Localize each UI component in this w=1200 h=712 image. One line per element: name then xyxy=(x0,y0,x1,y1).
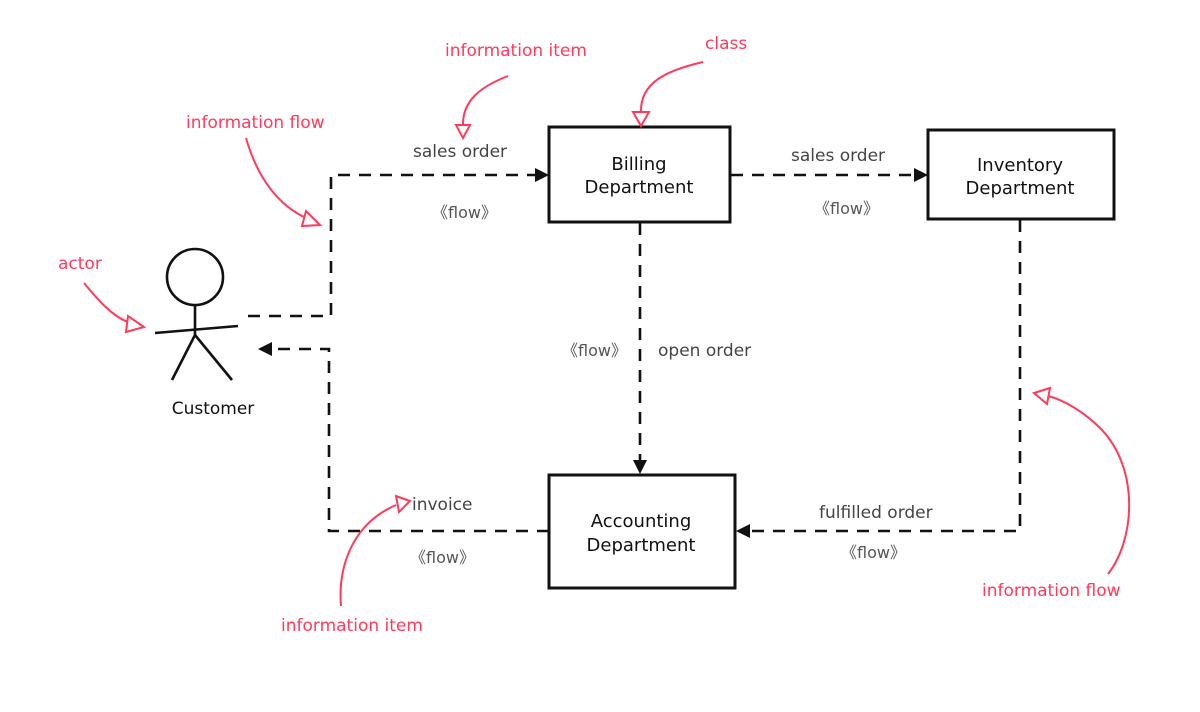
arrowhead xyxy=(736,524,750,538)
annotation-arrowhead xyxy=(300,209,323,228)
arrowhead xyxy=(914,168,928,182)
annotation-information-flow-right: information flow xyxy=(982,386,1131,601)
flow-inventory-to-accounting[interactable]: fulfilled order 《flow》 xyxy=(736,220,1022,562)
actor-left-leg xyxy=(170,334,197,381)
accounting-department-name-line1: Accounting xyxy=(591,511,692,532)
actor-head xyxy=(165,247,225,307)
annotation-class: class xyxy=(631,34,747,129)
annotation-arrowhead xyxy=(454,124,472,141)
flow-stereotype: 《flow》 xyxy=(841,543,906,562)
annotation-arrowhead xyxy=(394,494,412,515)
flow-stereotype: 《flow》 xyxy=(562,341,627,360)
inventory-department-name-line1: Inventory xyxy=(977,155,1063,176)
annotation-arrowhead xyxy=(124,314,147,334)
annotation-label: actor xyxy=(58,254,102,274)
annotation-arrowhead xyxy=(1031,386,1052,406)
actor-name: Customer xyxy=(172,399,255,419)
flow-billing-to-accounting[interactable]: open order 《flow》 xyxy=(562,223,751,474)
annotation-information-item-top: information item xyxy=(445,41,587,141)
flow-item-label: fulfilled order xyxy=(819,503,933,523)
actor-right-leg xyxy=(193,334,234,381)
flow-customer-to-billing[interactable]: sales order 《flow》 xyxy=(248,142,549,318)
annotation-label: information flow xyxy=(186,113,325,133)
annotation-label: information item xyxy=(281,616,423,636)
flow-stereotype: 《flow》 xyxy=(814,199,879,218)
flow-accounting-to-customer[interactable]: invoice 《flow》 xyxy=(258,342,549,567)
arrowhead xyxy=(258,342,272,356)
accounting-department-class[interactable]: Accounting Department xyxy=(547,473,737,590)
annotation-information-flow-left: information flow xyxy=(186,113,325,228)
accounting-department-name-line2: Department xyxy=(587,535,696,556)
billing-department-class[interactable]: Billing Department xyxy=(547,125,732,224)
flow-item-label: sales order xyxy=(413,142,507,162)
customer-actor[interactable]: Customer xyxy=(154,247,255,419)
inventory-department-name-line2: Department xyxy=(966,178,1075,199)
flow-stereotype: 《flow》 xyxy=(432,203,497,222)
actor-arms xyxy=(154,324,239,335)
annotation-information-item-bottom: information item xyxy=(281,494,423,636)
annotation-label: information flow xyxy=(982,581,1121,601)
arrowhead xyxy=(633,460,647,474)
flow-item-label: sales order xyxy=(791,146,885,166)
annotation-label: class xyxy=(705,34,747,54)
inventory-department-class[interactable]: Inventory Department xyxy=(926,128,1116,221)
annotation-label: information item xyxy=(445,41,587,61)
flow-billing-to-inventory[interactable]: sales order 《flow》 xyxy=(731,146,928,218)
flow-item-label: open order xyxy=(658,341,751,361)
billing-department-name-line2: Department xyxy=(585,177,694,198)
arrowhead xyxy=(535,168,549,182)
annotation-actor: actor xyxy=(58,254,147,334)
billing-department-name-line1: Billing xyxy=(611,154,666,175)
flow-stereotype: 《flow》 xyxy=(410,548,475,567)
annotation-arrowhead xyxy=(631,111,651,129)
flow-item-label: invoice xyxy=(412,495,473,515)
